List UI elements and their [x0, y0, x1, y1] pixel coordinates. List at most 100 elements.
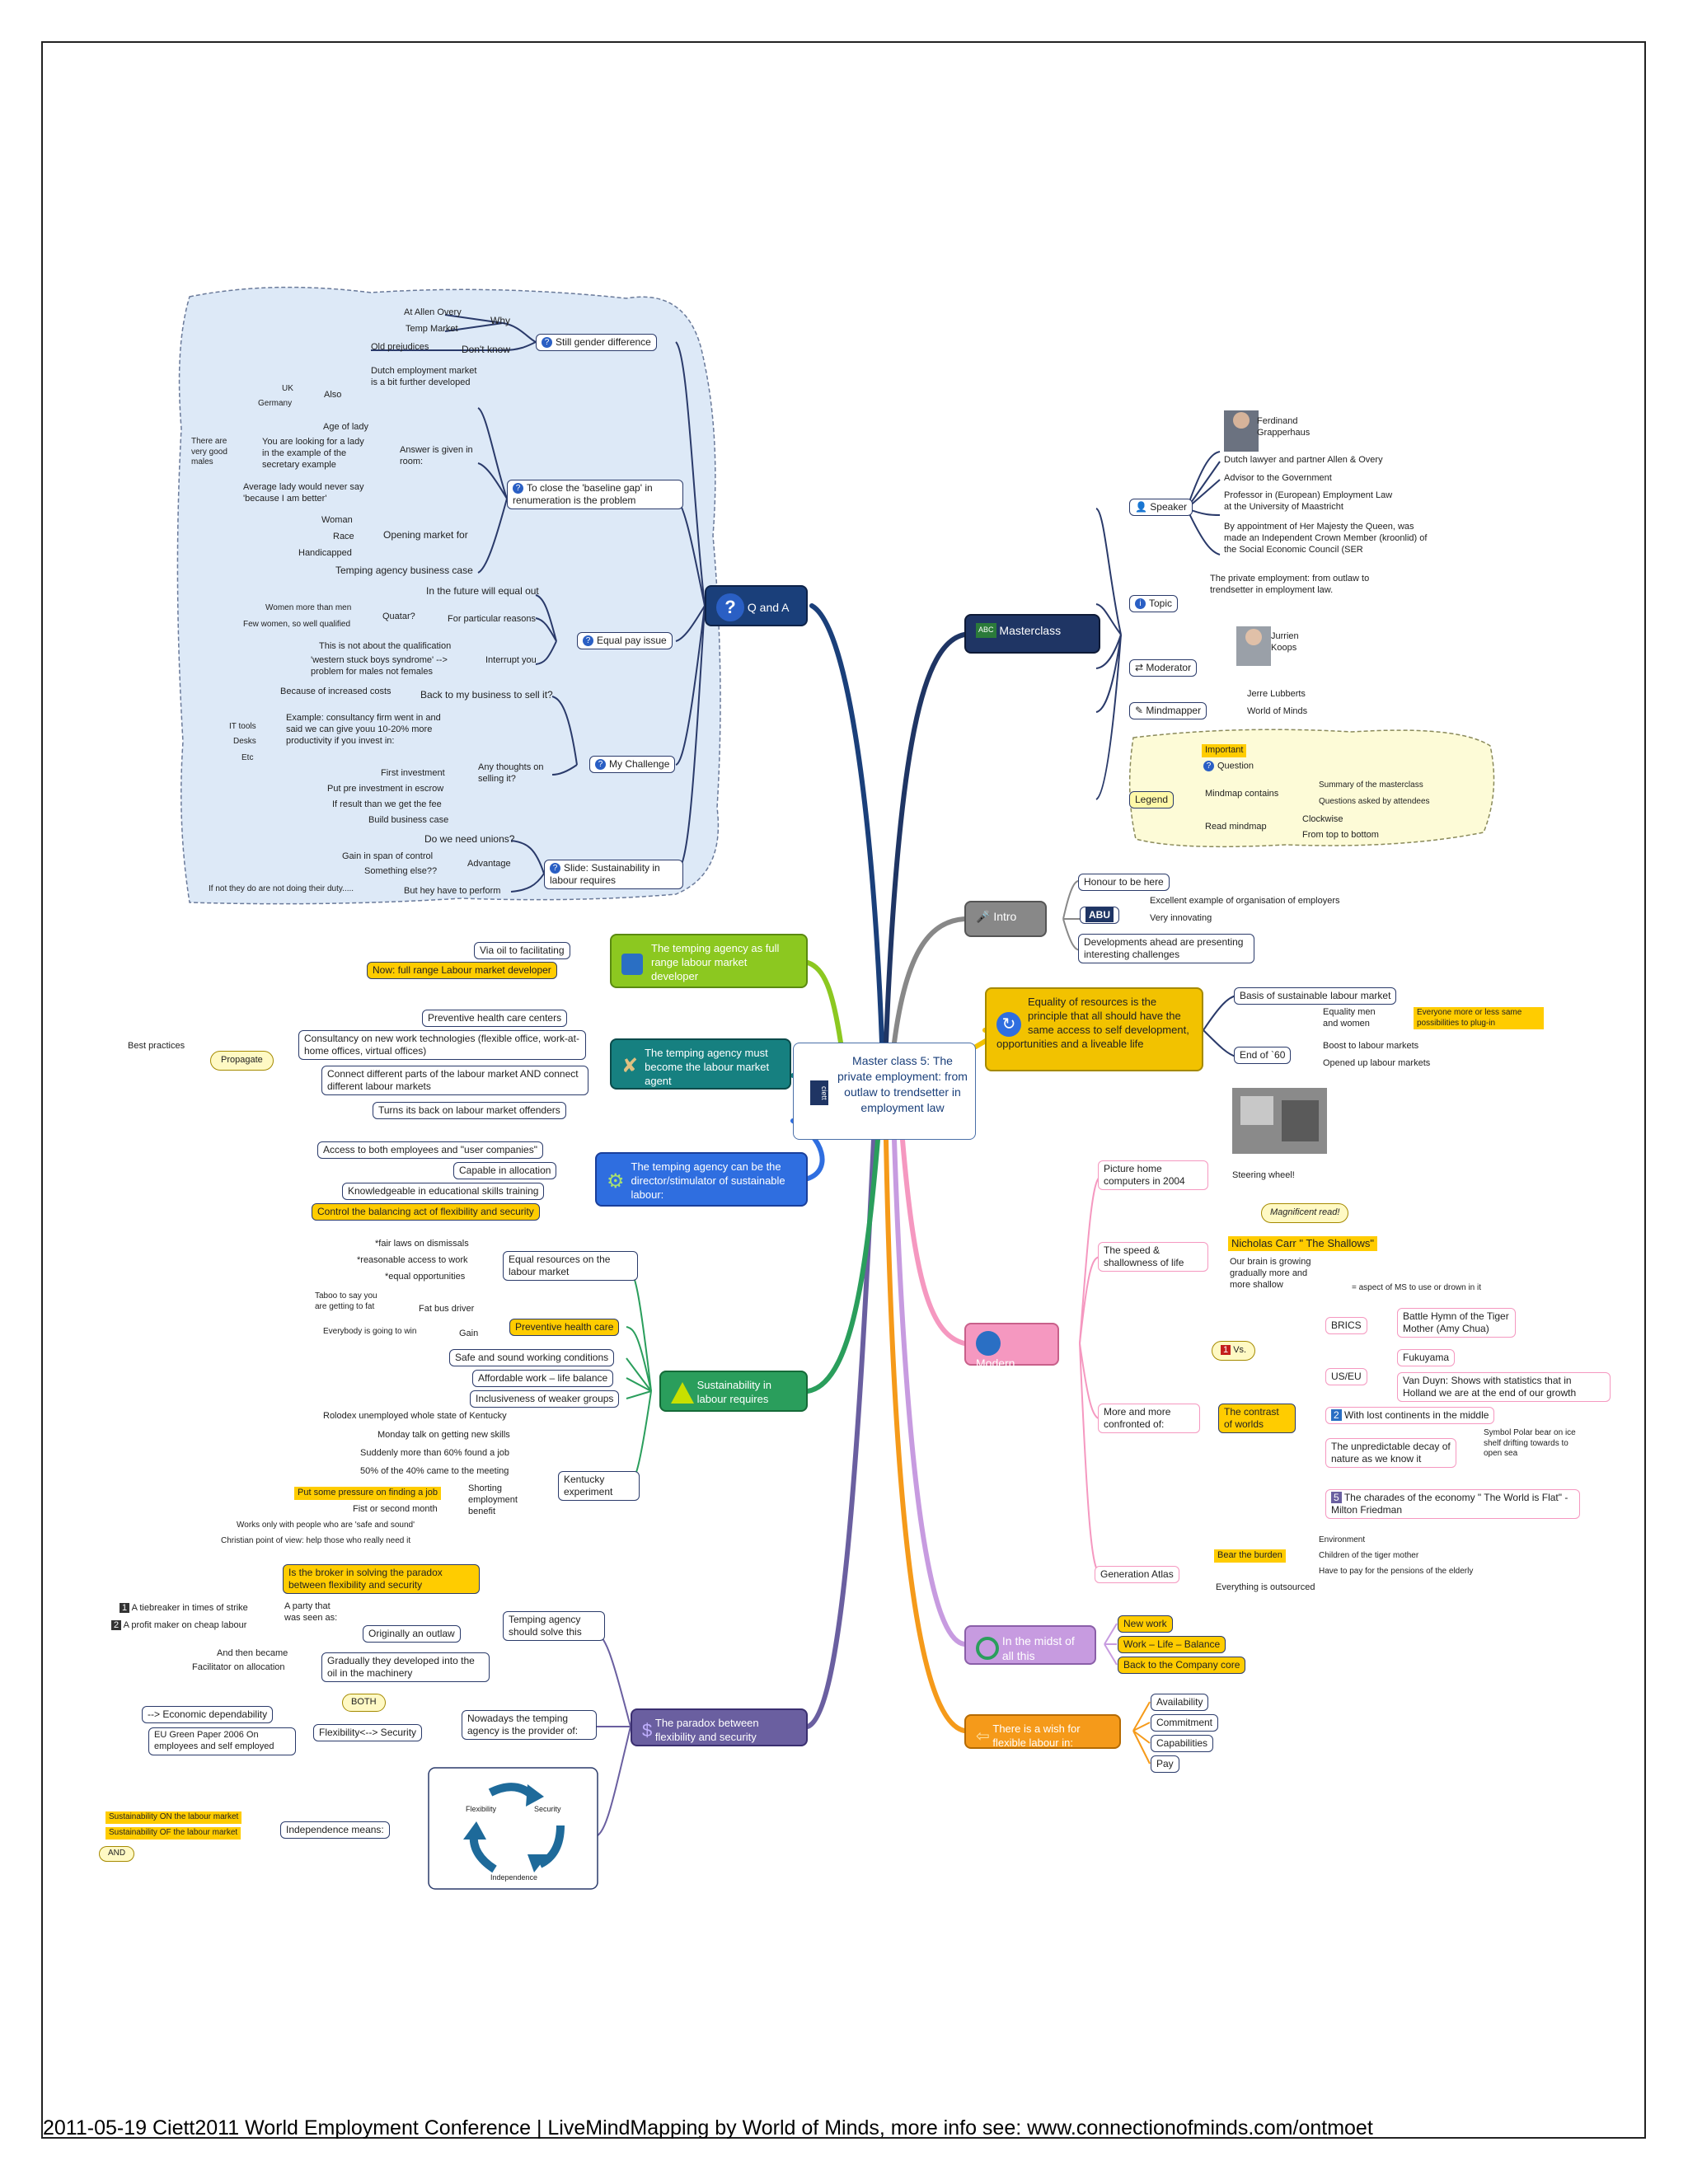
outlaw-node[interactable]: Originally an outlaw — [363, 1625, 461, 1643]
lost-continents-node[interactable]: 2 With lost continents in the middle — [1325, 1407, 1495, 1424]
speaker-node[interactable]: 👤 Speaker — [1129, 499, 1193, 516]
inclusive-node[interactable]: Inclusiveness of weaker groups — [470, 1390, 620, 1408]
developments-node[interactable]: Developments ahead are presenting intere… — [1078, 934, 1254, 963]
basis-node[interactable]: Basis of sustainable labour market — [1234, 987, 1397, 1005]
developer-node[interactable]: The temping agency as full range labour … — [610, 934, 808, 988]
fukuyama-node[interactable]: Fukuyama — [1397, 1349, 1456, 1366]
turns-node[interactable]: Turns its back on labour market offender… — [373, 1102, 566, 1119]
branch-modern — [900, 1137, 967, 1346]
hammer-icon: ✘ — [621, 1055, 639, 1077]
atlas-node[interactable]: Generation Atlas — [1095, 1566, 1179, 1583]
useu-node[interactable]: US/EU — [1325, 1368, 1367, 1385]
paradox-node[interactable]: $ The paradox between flexibility and se… — [631, 1708, 808, 1746]
kentucky-node[interactable]: Kentucky experiment — [558, 1471, 640, 1501]
central-topic[interactable]: ciett Master class 5: The private employ… — [793, 1043, 976, 1140]
gap-node[interactable]: ?To close the 'baseline gap' in renumera… — [507, 480, 683, 509]
slide-node[interactable]: ?Slide: Sustainability in labour require… — [544, 860, 683, 889]
knowledge-node[interactable]: Knowledgeable in educational skills trai… — [342, 1183, 545, 1200]
outsourced-label: Everything is outsourced — [1216, 1582, 1315, 1592]
old-prejudices-label: Old prejudices — [371, 342, 429, 352]
abu-node[interactable]: ABU — [1080, 907, 1119, 924]
gain-label: Gain — [459, 1329, 479, 1338]
safe-node[interactable]: Safe and sound working conditions — [449, 1349, 615, 1366]
preventive-centers-node[interactable]: Preventive health care centers — [422, 1010, 568, 1027]
opened-label: Opened up labour markets — [1323, 1058, 1431, 1068]
affordable-node[interactable]: Affordable work – life balance — [472, 1370, 614, 1387]
new-work-node[interactable]: New work — [1118, 1615, 1173, 1633]
midst-node[interactable]: In the midst of all this — [964, 1625, 1096, 1665]
now-full-range-node[interactable]: Now: full range Labour market developer — [367, 962, 557, 979]
consultancy-node[interactable]: Consultancy on new work technologies (fl… — [298, 1030, 586, 1060]
availability-node[interactable]: Availability — [1151, 1694, 1209, 1711]
equal-resources-node[interactable]: Equal resources on the labour market — [503, 1251, 638, 1281]
control-node[interactable]: Control the balancing act of flexibility… — [312, 1203, 540, 1221]
gradually-node[interactable]: Gradually they developed into the oil in… — [321, 1652, 490, 1682]
equal-men-label: Equality men and women — [1323, 1007, 1376, 1029]
independence-node[interactable]: Independence means: — [280, 1821, 390, 1839]
charades-node[interactable]: 5 The charades of the economy " The Worl… — [1325, 1489, 1580, 1519]
access-node[interactable]: Access to both employees and "user compa… — [317, 1141, 543, 1159]
speaker-line-2: Advisor to the Government — [1224, 473, 1332, 483]
pressure-tag: Put some pressure on finding a job — [294, 1487, 441, 1500]
legend-read: Read mindmap — [1205, 822, 1267, 832]
commitment-node[interactable]: Commitment — [1151, 1714, 1219, 1732]
solve-node[interactable]: Temping agency should solve this — [503, 1611, 605, 1641]
flexsec-node[interactable]: Flexibility<--> Security — [313, 1724, 423, 1741]
back-core-node[interactable]: Back to the Company core — [1118, 1657, 1246, 1674]
nowadays-node[interactable]: Nowadays the temping agency is the provi… — [462, 1710, 597, 1740]
wish-node[interactable]: ⇦ There is a wish for flexible labour in… — [964, 1714, 1121, 1749]
priority-1-icon: 1 — [1221, 1345, 1231, 1355]
broker-node[interactable]: Is the broker in solving the paradox bet… — [283, 1564, 480, 1594]
eugreen-node[interactable]: EU Green Paper 2006 On employees and sel… — [148, 1727, 296, 1755]
shorting-label: Shorting employment benefit — [468, 1483, 518, 1516]
sustainability-node[interactable]: Sustainability in labour requires — [659, 1371, 808, 1412]
question-icon: ? — [1203, 761, 1214, 771]
equal-pay-node[interactable]: ?Equal pay issue — [577, 632, 673, 649]
picture-node[interactable]: Picture home computers in 2004 — [1098, 1160, 1208, 1190]
honour-node[interactable]: Honour to be here — [1078, 874, 1170, 891]
battle-node[interactable]: Battle Hymn of the Tiger Mother (Amy Chu… — [1397, 1308, 1516, 1338]
end60-node[interactable]: End of `60 — [1234, 1047, 1292, 1064]
gender-node[interactable]: ?Still gender difference — [536, 334, 657, 351]
equal-opp-label: *equal opportunities — [385, 1272, 466, 1282]
vs-bubble: 1 Vs. — [1212, 1341, 1256, 1361]
capabilities-node[interactable]: Capabilities — [1151, 1735, 1214, 1752]
equality-node[interactable]: ↻ Equality of resources is the principle… — [985, 987, 1203, 1071]
why-label: Why — [490, 315, 510, 326]
modern-society-node[interactable]: Modern society — [964, 1323, 1059, 1385]
moderator-node[interactable]: ⇄ Moderator — [1129, 659, 1198, 677]
carr-tag: Nicholas Carr " The Shallows" — [1228, 1236, 1377, 1252]
agent-node[interactable]: ✘ The temping agency must become the lab… — [610, 1038, 791, 1090]
masterclass-node[interactable]: ABC Masterclass — [964, 614, 1100, 654]
vanduyn-node[interactable]: Van Duyn: Shows with statistics that in … — [1397, 1372, 1611, 1402]
speed-node[interactable]: The speed & shallowness of life — [1098, 1242, 1208, 1272]
intro-node[interactable]: 🎤 Intro — [964, 901, 1047, 937]
contrast-node[interactable]: The contrast of worlds — [1218, 1404, 1296, 1433]
podium-icon: 🎤 — [976, 910, 991, 923]
quatar-label: Quatar? — [382, 612, 415, 621]
via-oil-node[interactable]: Via oil to facilitating — [474, 942, 570, 959]
econ-node[interactable]: --> Economic dependability — [142, 1706, 274, 1723]
brics-node[interactable]: BRICS — [1325, 1317, 1367, 1334]
connect-node[interactable]: Connect different parts of the labour ma… — [321, 1066, 588, 1095]
branch-intro — [892, 916, 967, 1045]
priority-2-icon: 2 — [1331, 1409, 1342, 1421]
director-node[interactable]: ⚙ The temping agency can be the director… — [595, 1152, 808, 1207]
legend-node[interactable]: Legend — [1129, 791, 1175, 808]
handicapped-label: Handicapped — [298, 548, 352, 558]
challenge-node[interactable]: ?My Challenge — [589, 756, 676, 773]
few-women-label: Few women, so well qualified — [243, 620, 351, 629]
unpredictable-node[interactable]: The unpredictable decay of nature as we … — [1325, 1438, 1456, 1468]
race-label: Race — [333, 532, 354, 541]
pay-node[interactable]: Pay — [1151, 1755, 1179, 1773]
excellent-label: Excellent example of organisation of emp… — [1150, 896, 1340, 906]
wlb-node[interactable]: Work – Life – Balance — [1118, 1636, 1226, 1653]
more-confronted-node[interactable]: More and more confronted of: — [1098, 1404, 1200, 1433]
best-practices-label: Best practices — [128, 1041, 185, 1051]
mindmapper-node[interactable]: ✎ Mindmapper — [1129, 702, 1207, 719]
qanda-node[interactable]: ? Q and A — [705, 585, 808, 626]
capable-node[interactable]: Capable in allocation — [453, 1162, 557, 1179]
preventive-node[interactable]: Preventive health care — [509, 1319, 620, 1336]
branch-midst — [892, 1137, 967, 1647]
